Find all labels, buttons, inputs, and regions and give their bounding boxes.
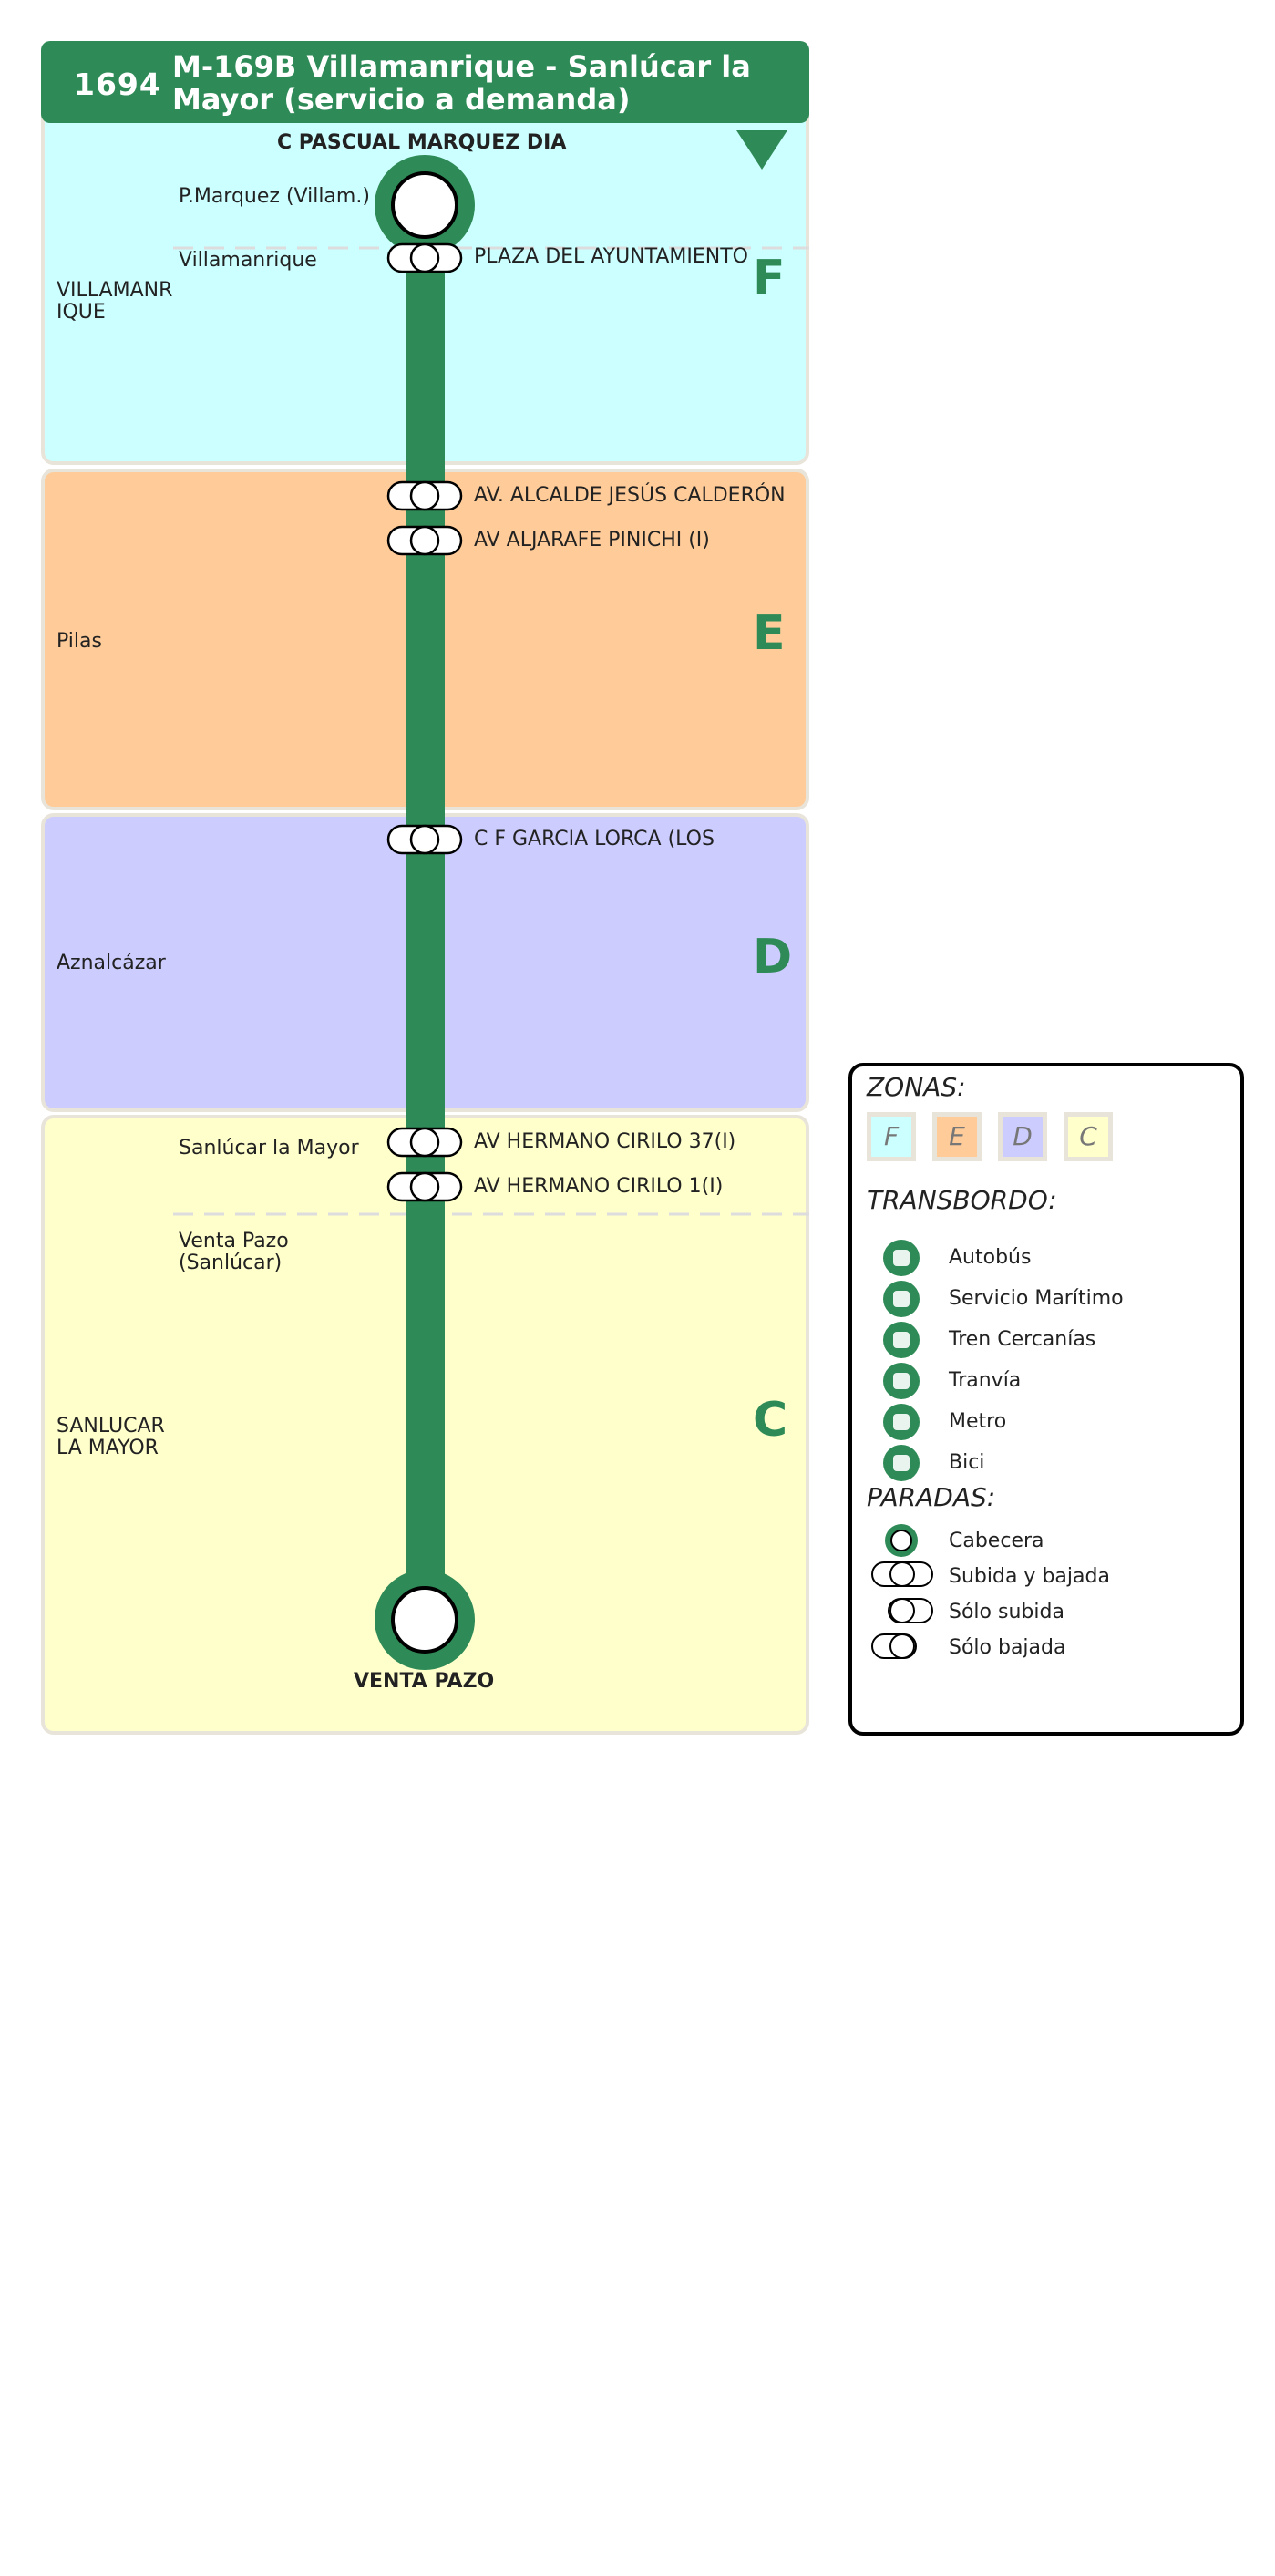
terminal-start-label: C PASCUAL MARQUEZ DIA (277, 131, 567, 154)
stop-icon (386, 480, 463, 511)
terminal-end-label: VENTA PAZO (354, 1670, 495, 1693)
legend-transbordo-label: Servicio Marítimo (949, 1287, 1124, 1310)
tram-icon (883, 1363, 920, 1399)
legend-zone-swatch: E (932, 1112, 982, 1161)
legend-parada-label: Sólo bajada (949, 1636, 1066, 1659)
stop-label: PLAZA DEL AYUNTAMIENTO (474, 245, 748, 268)
stop-icon (386, 1171, 463, 1202)
legend-zonas-title: ZONAS: (867, 1072, 966, 1102)
locality-label: Sanlúcar la Mayor (179, 1137, 359, 1159)
train-icon (883, 1322, 920, 1358)
legend-parada-label: Subida y bajada (949, 1565, 1110, 1588)
legend-paradas-title: PARADAS: (867, 1482, 996, 1512)
municipality-label: SANLUCAR LA MAYOR (57, 1415, 165, 1459)
zone-letter: C (753, 1393, 788, 1448)
stop-label: AV HERMANO CIRILO 1(I) (474, 1175, 724, 1198)
stop-icon (386, 525, 463, 556)
legend-transbordo-title: TRANSBORDO: (867, 1185, 1057, 1215)
board-only-icon (888, 1598, 933, 1623)
municipality-label: Aznalcázar (57, 952, 166, 974)
stop-icon (386, 1127, 463, 1158)
locality-label: P.Marquez (Villam.) (179, 185, 370, 208)
municipality-label: VILLAMANR IQUE (57, 279, 173, 324)
zone-letter: F (753, 251, 786, 305)
route-code: 1694 (74, 67, 161, 102)
bike-icon (883, 1445, 920, 1481)
municipality-label: Pilas (57, 630, 102, 653)
locality-label: Villamanrique (179, 249, 317, 272)
stop-label: AV ALJARAFE PINICHI (I) (474, 529, 710, 551)
terminal-start-icon (375, 155, 475, 255)
metro-icon (883, 1404, 920, 1440)
legend-transbordo-label: Metro (949, 1410, 1007, 1433)
legend-box: ZONAS: F E D C TRANSBORDO: Autobús Servi… (848, 1063, 1244, 1736)
stop-label: AV. ALCALDE JESÚS CALDERÓN (474, 484, 786, 507)
legend-zone-swatch: F (867, 1112, 916, 1161)
terminal-icon (885, 1524, 918, 1557)
bus-icon (883, 1240, 920, 1276)
route-line (406, 205, 445, 1620)
stop-icon (386, 824, 463, 855)
stop-label: AV HERMANO CIRILO 37(I) (474, 1130, 736, 1153)
legend-transbordo-label: Tranvía (949, 1369, 1022, 1392)
legend-zone-swatch: D (998, 1112, 1047, 1161)
legend-transbordo-label: Bici (949, 1451, 985, 1474)
terminal-end-icon (375, 1570, 475, 1670)
board-alight-icon (871, 1561, 933, 1587)
triangle-down-icon (736, 130, 787, 170)
legend-parada-label: Sólo subida (949, 1601, 1064, 1623)
route-title: M-169B Villamanrique - Sanlúcar la Mayor… (172, 49, 751, 117)
alight-only-icon (871, 1633, 917, 1659)
stop-icon (386, 242, 463, 273)
legend-transbordo-label: Autobús (949, 1246, 1032, 1269)
zone-letter: E (753, 606, 786, 661)
legend-parada-label: Cabecera (949, 1530, 1044, 1552)
zone-letter: D (753, 930, 793, 984)
ship-icon (883, 1281, 920, 1317)
stop-label: C F GARCIA LORCA (LOS (474, 828, 715, 850)
legend-transbordo-label: Tren Cercanías (949, 1328, 1096, 1351)
legend-zone-swatch: C (1064, 1112, 1113, 1161)
locality-label: Venta Pazo (Sanlúcar) (179, 1230, 289, 1274)
route-header: 1694 M-169B Villamanrique - Sanlúcar la … (41, 41, 809, 123)
